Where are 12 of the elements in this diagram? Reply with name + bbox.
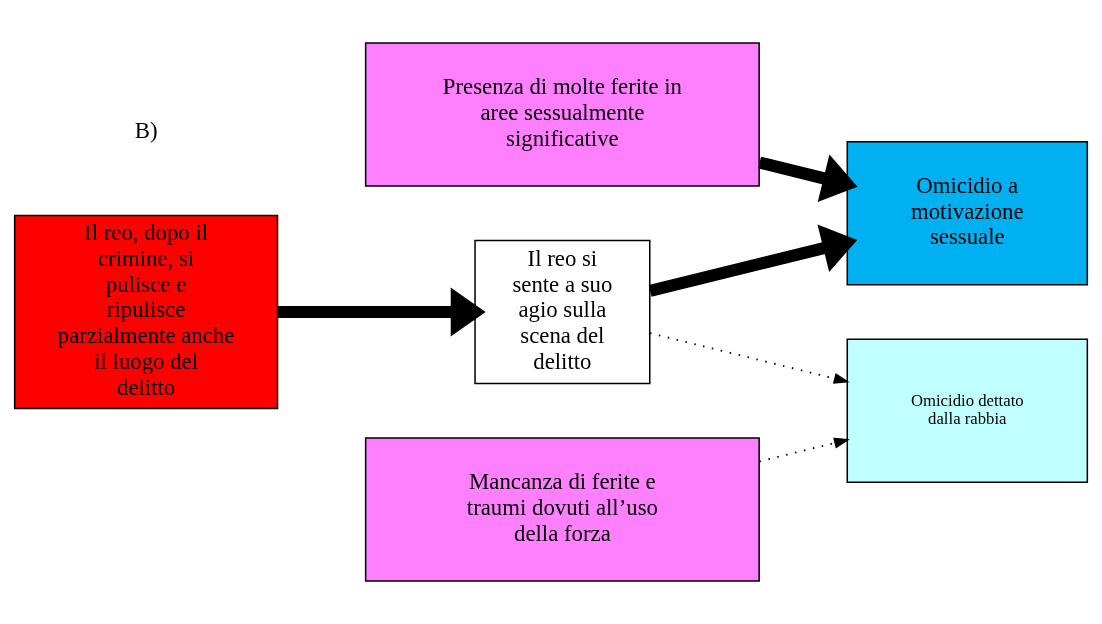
arrow [758,437,850,463]
node-box: Mancanza di ferite e traumi dovuti all’uso della forza [364,437,760,582]
arrow [758,154,858,202]
arrow [648,224,858,297]
arrow [277,287,486,337]
arrow [649,332,850,384]
node-box: Il reo si sente a suo agio sulla scena del delitto [474,239,651,385]
node-box: Il reo, dopo il crimine, si pulisce e ripulisce parzialmente anche il luogo del delitto [13,214,279,410]
label: B) [134,118,158,144]
node-box: Presenza di molte ferite in aree sessualmente significative [364,42,760,187]
node-box: Omicidio a motivazione sessuale [846,141,1089,286]
node-box: Omicidio dettato dalla rabbia [846,338,1089,483]
